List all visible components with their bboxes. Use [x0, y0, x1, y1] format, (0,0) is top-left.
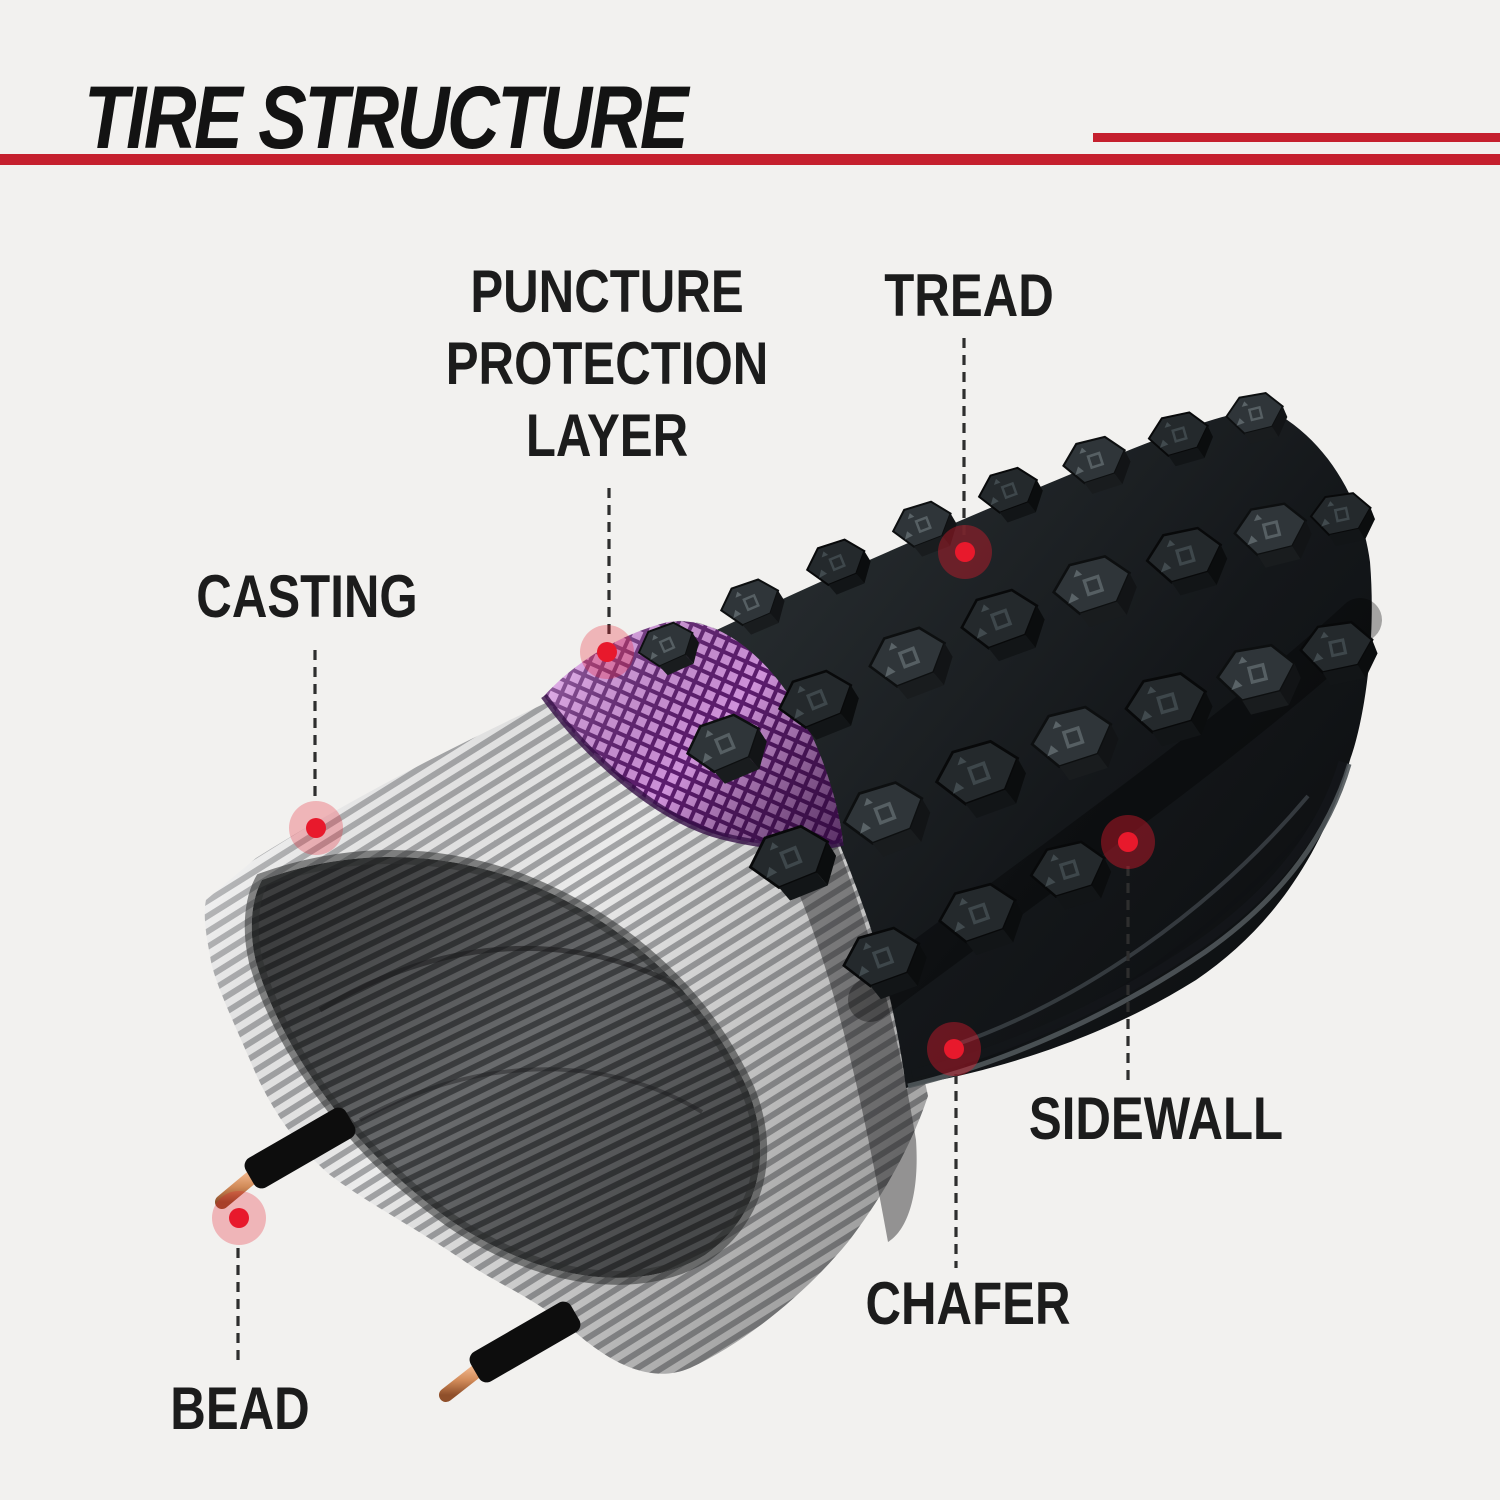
label-casting: CASTING	[196, 563, 418, 630]
title-accent-rule	[1093, 133, 1500, 142]
sidewall-ridge-highlight	[951, 794, 1310, 1048]
label-tread: TREAD	[884, 262, 1054, 329]
callout-dot-tread	[938, 525, 992, 579]
bead-sleeve-right	[469, 1301, 581, 1383]
bead-sleeve-left	[244, 1107, 356, 1189]
page-title: TIRE STRUCTURE	[84, 67, 689, 167]
callout-dot-casting	[289, 801, 343, 855]
puncture-protection-layer	[541, 621, 844, 851]
bead-wire-left	[215, 1107, 356, 1209]
callout-dots	[212, 525, 1155, 1245]
callout-dot-bead	[212, 1191, 266, 1245]
label-bead: BEAD	[170, 1375, 310, 1442]
label-puncture-line2: PROTECTION	[445, 330, 769, 397]
label-sidewall: SIDEWALL	[1028, 1085, 1284, 1152]
bead-wire-right	[439, 1301, 581, 1402]
callout-dot-puncture-layer	[580, 625, 634, 679]
label-puncture-protection-layer: PUNCTURE PROTECTION LAYER	[361, 256, 853, 472]
title-underline-rule	[0, 154, 1500, 165]
casting-inner-tunnel	[251, 856, 761, 1278]
chafer-lip-highlight	[907, 763, 1352, 1089]
label-chafer: CHAFER	[865, 1270, 1071, 1337]
callout-dot-sidewall	[1101, 815, 1155, 869]
label-puncture-line1: PUNCTURE	[470, 258, 744, 325]
callout-dot-chafer	[927, 1022, 981, 1076]
label-puncture-line3: LAYER	[525, 402, 689, 469]
